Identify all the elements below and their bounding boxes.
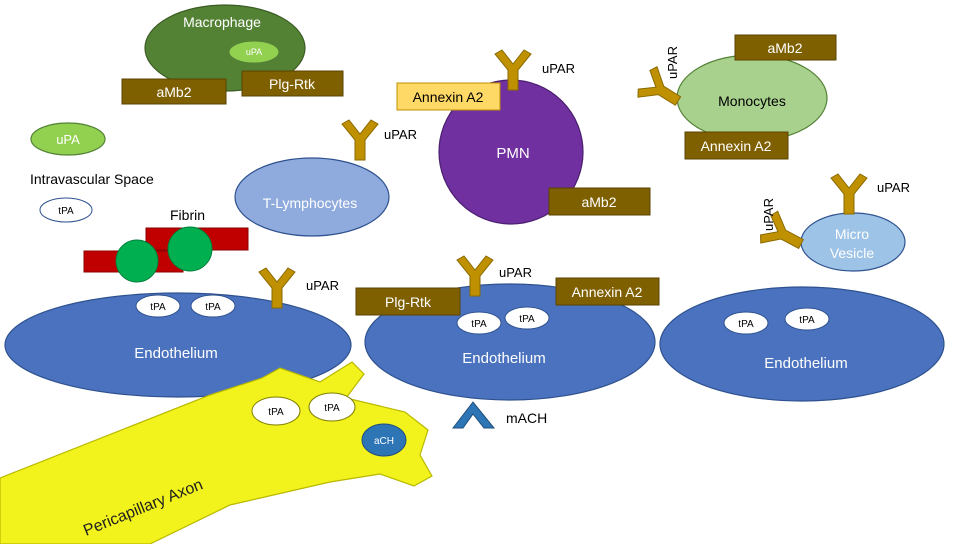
annexin-box-pmn bbox=[396, 82, 501, 111]
fibrin-clot bbox=[83, 226, 249, 283]
endothelium-right-label: Endothelium bbox=[764, 355, 847, 372]
free-tpa bbox=[39, 197, 93, 223]
tpa-label: tPA bbox=[324, 403, 340, 414]
endothelium-left bbox=[4, 292, 352, 398]
mach-label: mACH bbox=[506, 410, 547, 426]
upar-receptor-icon bbox=[830, 173, 868, 215]
fibrin-label: Fibrin bbox=[170, 207, 205, 223]
endothelium-middle-label: Endothelium bbox=[462, 350, 545, 367]
amb2-box-pmn bbox=[548, 187, 651, 216]
tpa-label: tPA bbox=[519, 314, 535, 325]
upar-label: uPAR bbox=[542, 61, 575, 76]
micro-vesicle bbox=[800, 212, 906, 272]
upar-label: uPAR bbox=[499, 265, 532, 280]
tpa-group-endothelium: tPA tPA tPA tPA tPA tPA bbox=[135, 294, 830, 335]
t-lymphocytes-label: T-Lymphocytes bbox=[263, 195, 357, 211]
plgrtk-label: Plg-Rtk bbox=[385, 294, 432, 310]
annexin-box-monocytes bbox=[684, 131, 789, 160]
tpa-label: tPA bbox=[799, 315, 815, 326]
free-upa-label: uPA bbox=[56, 132, 80, 147]
micro-vesicle-label-line1: Micro bbox=[835, 226, 869, 242]
monocytes-label: Monocytes bbox=[718, 93, 786, 109]
plgrtk-box-endothelium bbox=[355, 287, 461, 316]
amb2-label: aMb2 bbox=[156, 84, 191, 100]
free-upa bbox=[30, 122, 106, 156]
macrophage-label: Macrophage bbox=[183, 14, 261, 30]
mach-receptor bbox=[451, 401, 496, 429]
t-lymphocytes bbox=[234, 157, 390, 237]
amb2-box-monocytes bbox=[734, 34, 837, 61]
intravascular-space-label: Intravascular Space bbox=[30, 171, 154, 187]
plgrtk-box-macrophage bbox=[241, 70, 344, 97]
upar-label: uPAR bbox=[665, 46, 680, 79]
annexin-label: Annexin A2 bbox=[572, 284, 643, 300]
upar-receptor-icon bbox=[341, 119, 379, 161]
macrophage-upa bbox=[228, 40, 280, 64]
pmn-label: PMN bbox=[496, 145, 529, 162]
ach-label: aCH bbox=[374, 436, 394, 447]
amb2-label: aMb2 bbox=[581, 194, 616, 210]
macrophage-upa-label: uPA bbox=[246, 47, 262, 57]
tpa-label: tPA bbox=[150, 302, 166, 313]
plgrtk-label: Plg-Rtk bbox=[269, 76, 316, 92]
annexin-label: Annexin A2 bbox=[413, 89, 484, 105]
tpa-label: tPA bbox=[268, 407, 284, 418]
tpa-label: tPA bbox=[471, 319, 487, 330]
amb2-label: aMb2 bbox=[767, 40, 802, 56]
tpa-label: tPA bbox=[738, 319, 754, 330]
annexin-label: Annexin A2 bbox=[701, 138, 772, 154]
endothelium-right bbox=[659, 286, 945, 402]
upar-label: uPAR bbox=[877, 180, 910, 195]
upar-label: uPAR bbox=[306, 278, 339, 293]
free-tpa-label: tPA bbox=[58, 206, 74, 217]
upar-label: uPAR bbox=[761, 198, 776, 231]
annexin-box-endothelium bbox=[555, 277, 660, 306]
amb2-box-macrophage bbox=[121, 78, 227, 105]
micro-vesicle-label-line2: Vesicle bbox=[830, 245, 875, 261]
upar-label: uPAR bbox=[384, 127, 417, 142]
ach-vesicle bbox=[361, 423, 407, 457]
endothelium-left-label: Endothelium bbox=[134, 345, 217, 362]
tpa-label: tPA bbox=[205, 302, 221, 313]
